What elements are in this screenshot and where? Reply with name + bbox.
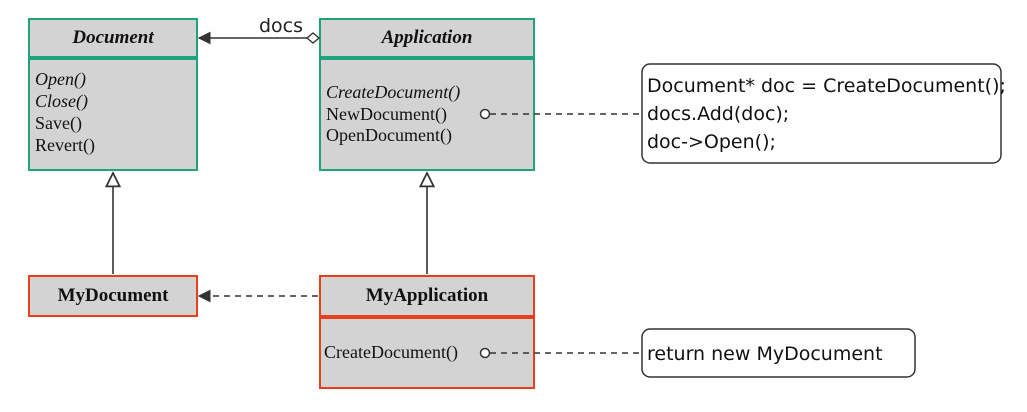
note-box-create-document <box>641 328 916 378</box>
aggregation-diamond-icon <box>305 32 321 44</box>
method-new-document: NewDocument() <box>326 104 447 125</box>
note-code-line: doc->Open(); <box>647 131 776 153</box>
note-box-new-document <box>641 63 1002 164</box>
class-my-document-header <box>28 275 198 317</box>
note-create-document: return new MyDocument <box>479 328 916 378</box>
note-code-line: return new MyDocument <box>647 343 883 365</box>
class-document-body <box>28 58 198 171</box>
class-application-header <box>319 18 535 58</box>
class-application-name: Application <box>381 27 473 48</box>
class-my-application: MyApplication CreateDocument() <box>319 275 535 389</box>
note-anchor-new-document-icon <box>479 108 491 120</box>
class-my-application-name: MyApplication <box>366 285 489 306</box>
class-document-name: Document <box>71 27 154 48</box>
method-open-document: OpenDocument() <box>326 125 452 146</box>
class-document-header <box>28 18 198 58</box>
class-application: Application CreateDocument() NewDocument… <box>319 18 535 171</box>
method-save: Save() <box>35 113 82 134</box>
class-my-application-header <box>319 275 535 317</box>
note-code-line: Document* doc = CreateDocument(); <box>647 75 1006 97</box>
method-revert: Revert() <box>35 135 95 156</box>
method-create-document-concrete: CreateDocument() <box>324 342 458 363</box>
method-close: Close() <box>35 91 88 112</box>
class-my-document: MyDocument <box>28 275 198 317</box>
class-my-application-body <box>319 317 535 389</box>
note-anchor-create-document-icon <box>479 347 491 359</box>
method-create-document-abstract: CreateDocument() <box>326 82 460 103</box>
method-open: Open() <box>35 69 86 90</box>
note-code-line: docs.Add(doc); <box>647 103 789 125</box>
aggregation-label-docs: docs <box>259 15 303 37</box>
class-document: Document Open() Close() Save() Revert() <box>28 18 198 171</box>
class-my-document-name: MyDocument <box>58 285 169 306</box>
class-application-body <box>319 58 535 171</box>
note-new-document: Document* doc = CreateDocument(); docs.A… <box>479 63 1006 164</box>
aggregation-docs: docs <box>197 15 321 45</box>
